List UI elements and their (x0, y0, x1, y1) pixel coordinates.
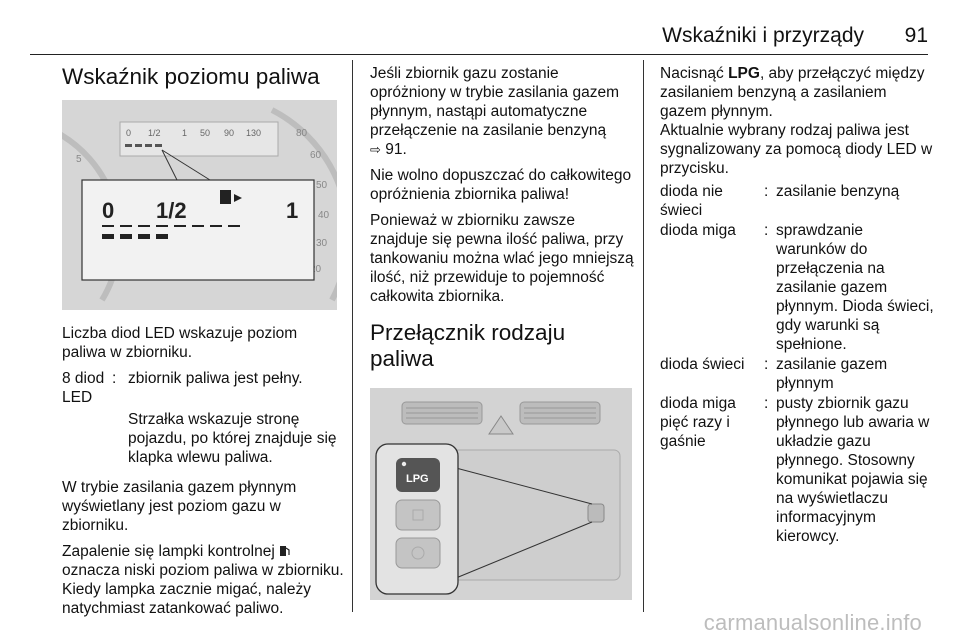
status-colon: : (764, 356, 769, 373)
section-title-fuel-switch: Przełącznik rodzaju paliwa (370, 320, 566, 371)
column-2: Jeśli zbiornik gazu zostanie opróżniony … (370, 64, 635, 600)
column-3: Nacisnąć LPG, aby przełączyć między zasi… (660, 64, 935, 547)
lpg-level-text: W trybie zasilania gazem płynnym wyświet… (62, 479, 297, 534)
fuel-gauge-intro: Liczba diod LED wskazuje poziom paliwa w… (62, 325, 298, 361)
scale-half: 1/2 (156, 198, 187, 223)
definition-colon: : (112, 370, 117, 387)
speedo-tick: 130 (246, 128, 261, 138)
lpg-empty-paragraph: Jeśli zbiornik gazu zostanie opróżniony … (370, 64, 635, 159)
section-title-fuel-gauge: Wskaźnik poziomu paliwa (62, 64, 320, 89)
scale-max: 1 (286, 198, 298, 223)
status-colon: : (764, 395, 769, 412)
hazard-triangle-icon (488, 415, 514, 435)
no-empty-tank-paragraph: Nie wolno dopuszczać do całkowitego opró… (370, 167, 632, 203)
dial-tick: 20 (310, 264, 322, 275)
led-indicator-icon (401, 461, 407, 467)
dial-tick: 80 (296, 128, 308, 139)
led-definition-table: 8 diod LED : zbiornik paliwa jest pełny.… (62, 369, 344, 470)
fuel-gauge-illustration: 5 80 60 50 40 30 20 0 1/2 1 50 90 130 (62, 100, 337, 310)
status-colon: : (764, 183, 769, 200)
speedo-tick: 90 (224, 128, 234, 138)
warning-text-before: Zapalenie się lampki kontrolnej (62, 543, 275, 560)
current-fuel-info: Aktualnie wybrany rodzaj paliwa jest syg… (660, 122, 933, 177)
led-state: dioda nie świeci (660, 183, 723, 219)
low-fuel-warning-text: Zapalenie się lampki kontrolnej oznacza … (62, 542, 344, 618)
lpg-button-label: LPG (406, 473, 429, 485)
column-divider (643, 60, 644, 612)
residual-fuel-paragraph: Ponieważ w zbiorniku zawsze znajduje się… (370, 212, 634, 305)
fuel-switch-illustration: LPG (370, 388, 632, 600)
led-state: dioda świeci (660, 356, 745, 373)
definition-desc: Strzałka wskazuje stronę pojazdu, po któ… (128, 411, 337, 466)
fuel-gauge-figure: 5 80 60 50 40 30 20 0 1/2 1 50 90 130 (62, 100, 337, 310)
press-lpg-keyword: LPG (728, 65, 760, 82)
led-state: dioda miga (660, 222, 736, 239)
header-rule (30, 54, 928, 55)
lpg-empty-text: Jeśli zbiornik gazu zostanie opróżniony … (370, 65, 619, 139)
definition-term: 8 diod LED (62, 370, 105, 406)
lpg-button-enlarged: LPG (396, 458, 440, 492)
led-meaning: sprawdzanie warunków do przełączenia na … (776, 222, 934, 353)
led-meaning: pusty zbiornik gazu płynnego lub awaria … (776, 395, 930, 545)
dial-left-tick: 5 (76, 154, 82, 165)
fuel-switch-figure: LPG (370, 388, 632, 600)
press-lpg-paragraph: Nacisnąć LPG, aby przełączyć między zasi… (660, 64, 935, 121)
led-state: dioda miga pięć razy i gaśnie (660, 395, 736, 450)
speedo-tick: 50 (200, 128, 210, 138)
led-meaning: zasilanie benzyną (776, 183, 900, 200)
warning-text-after: oznacza niski poziom paliwa w zbiorniku.… (62, 562, 344, 617)
definition-colon (112, 410, 128, 470)
header-title: Wskaźniki i przyrządy (662, 24, 864, 47)
small-scale-half: 1/2 (148, 128, 161, 138)
status-colon: : (764, 222, 769, 239)
press-text-before: Nacisnąć (660, 65, 724, 82)
dial-tick: 50 (316, 180, 328, 191)
scale-min: 0 (102, 198, 114, 223)
page-header: Wskaźniki i przyrządy 91 (640, 24, 928, 54)
fuel-pump-icon (220, 190, 242, 204)
page-reference: 91. (385, 141, 407, 158)
page-reference-arrow-icon: ⇨ (370, 142, 381, 157)
column-divider (352, 60, 353, 612)
watermark: carmanualsonline.info (703, 610, 922, 635)
dial-tick: 30 (316, 238, 328, 249)
fuel-warning-lamp-icon (280, 546, 290, 556)
press-text-after: , aby przełączyć między zasilaniem benzy… (660, 65, 925, 120)
definition-desc: zbiornik paliwa jest pełny. (128, 370, 303, 387)
small-scale-min: 0 (126, 128, 131, 138)
definition-term (62, 410, 112, 470)
led-status-table: dioda nie świeci : zasilanie benzyną dio… (660, 182, 935, 547)
dial-tick: 60 (310, 150, 322, 161)
column-1: Wskaźnik poziomu paliwa 5 80 60 50 40 30… (62, 64, 344, 625)
dial-tick: 40 (318, 210, 330, 221)
small-scale-max: 1 (182, 128, 187, 138)
led-meaning: zasilanie gazem płynnym (776, 356, 888, 392)
page-number: 91 (904, 24, 928, 47)
